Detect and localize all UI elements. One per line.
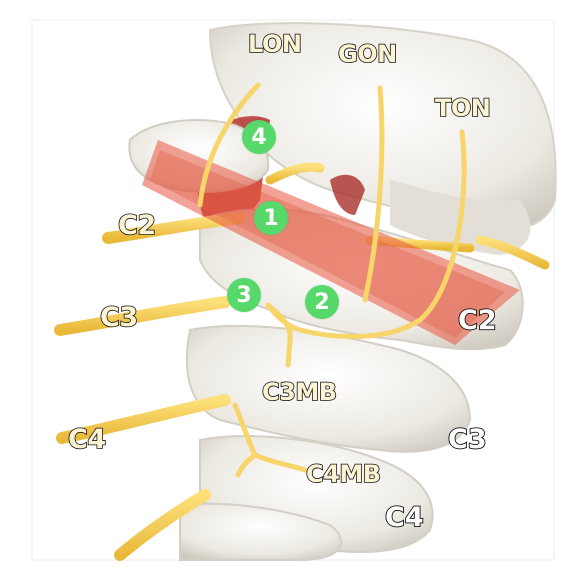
c3-nerve-label: C3 <box>99 301 139 334</box>
c3-vertebra-label: C3 <box>447 423 487 456</box>
c4-vertebra-label: C4 <box>384 501 424 534</box>
target-zone <box>142 140 520 345</box>
marker-2: 2 <box>305 285 339 319</box>
c4mb-label: C4MB <box>305 459 382 489</box>
c3mb-label: C3MB <box>261 377 338 407</box>
c4-nerve-label: C4 <box>67 423 107 456</box>
upper-branch <box>265 162 325 185</box>
ton-label: TON <box>434 93 491 123</box>
c4-nerve <box>56 394 231 444</box>
marker-1: 1 <box>254 201 288 235</box>
occipital-nerves <box>197 82 467 478</box>
gon-path <box>362 85 385 303</box>
c4mb-path <box>232 402 308 478</box>
c5-vertebra <box>179 502 343 561</box>
c2-vertebra-label: C2 <box>457 304 497 337</box>
c2-nerve-label: C2 <box>117 209 157 242</box>
gon-label: GON <box>337 39 398 69</box>
lon-label: LON <box>247 29 303 59</box>
spinal-nerves <box>54 162 550 561</box>
artery-lower <box>330 174 365 215</box>
target-zone-core <box>150 150 505 338</box>
c5-nerve <box>114 489 211 561</box>
c3-nerve <box>54 296 231 336</box>
marker-3: 3 <box>227 278 261 312</box>
right-nerve <box>475 235 550 270</box>
c3mb-path <box>265 302 293 368</box>
lon-path <box>197 82 261 208</box>
marker-4: 4 <box>242 120 276 154</box>
